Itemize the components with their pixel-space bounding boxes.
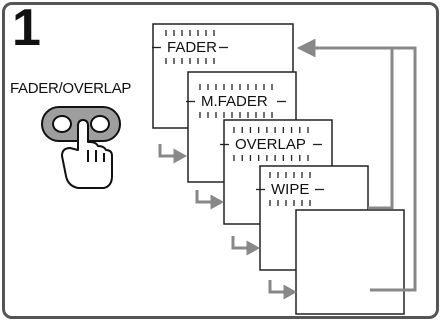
button-right-dot (91, 116, 109, 132)
screen-label-wipe: WIPE (270, 182, 310, 197)
screen-label-fader: FADER (166, 40, 218, 55)
screen-label-mfader: M.FADER (200, 94, 269, 109)
screen-final (296, 210, 404, 314)
screen-label-overlap: OVERLAP (234, 137, 307, 152)
button-left-dot (53, 116, 71, 132)
